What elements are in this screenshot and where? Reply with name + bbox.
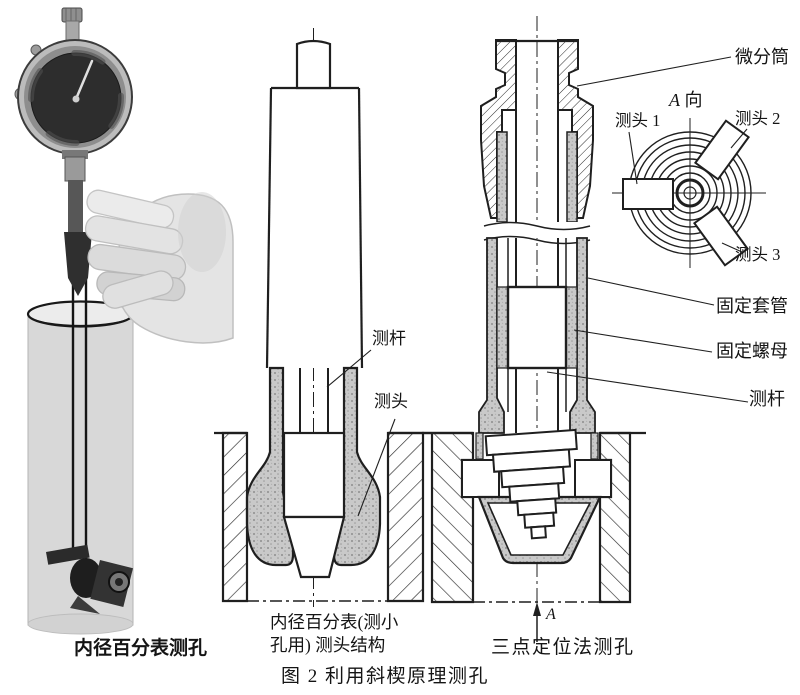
label-probe-2: 测头 2 <box>735 109 781 128</box>
label-probe-3: 测头 3 <box>735 245 781 264</box>
top-stem <box>295 39 332 90</box>
leader-lines <box>326 56 749 517</box>
thimble-section-left <box>480 39 517 219</box>
probe-structure-diagram <box>214 28 431 607</box>
leader-rod-right <box>546 371 749 403</box>
probe-1 <box>622 178 674 210</box>
collar-right <box>574 459 612 498</box>
leader-sleeve <box>587 277 715 306</box>
a-view-title: A 向 <box>669 90 703 111</box>
finger <box>86 189 175 229</box>
gauge-shaft <box>64 232 92 296</box>
label-fixing-nut: 固定螺母 <box>716 341 788 361</box>
label-thimble: 微分筒 <box>735 47 789 67</box>
probe-3 <box>692 205 750 267</box>
break-line <box>483 221 591 231</box>
leader-probe-2 <box>730 128 748 149</box>
leader-thimble <box>576 56 732 87</box>
dial-needle <box>74 59 94 101</box>
a-view-title-word: 向 <box>684 90 703 110</box>
caption-three-point: 三点定位法测孔 <box>491 637 635 658</box>
stepped-wedge <box>484 428 578 540</box>
photo-panel-illustration <box>14 7 234 635</box>
caption-structure-line2: 孔用) 测头结构 <box>270 635 386 655</box>
caption-photo: 内径百分表测孔 <box>74 638 208 659</box>
thumb <box>102 270 174 309</box>
label-rod-middle: 测杆 <box>372 329 406 348</box>
figure-caption: 图 2 利用斜楔原理测孔 <box>281 666 490 687</box>
workpiece-left <box>430 431 475 604</box>
leader-probe-3 <box>721 242 743 253</box>
probe-2 <box>693 119 751 181</box>
hand <box>84 189 234 344</box>
gauge-extension-rods <box>71 268 88 562</box>
workpiece-right <box>386 431 425 603</box>
label-fixing-sleeve: 固定套管 <box>716 296 788 316</box>
break-line <box>483 235 591 245</box>
workpiece-right <box>598 431 632 604</box>
fixing-nut <box>506 285 568 370</box>
leader-nut <box>573 329 713 353</box>
label-rod-right: 测杆 <box>749 389 785 409</box>
view-direction-arrow <box>533 602 541 642</box>
a-view-diagram <box>612 118 766 268</box>
three-point-diagram <box>422 16 646 642</box>
dial-indicator <box>14 7 133 296</box>
leader-probe-1 <box>628 131 638 185</box>
a-view-title-letter: A <box>669 90 680 110</box>
thimble-section-right <box>557 39 594 219</box>
label-view-arrow-a: A <box>546 606 556 623</box>
leader-rod-mid <box>326 349 372 388</box>
measuring-head-mechanism <box>46 544 133 614</box>
label-head-middle: 测头 <box>374 392 408 411</box>
label-probe-1: 测头 1 <box>615 111 661 130</box>
leader-head-mid <box>357 418 396 517</box>
caption-structure-line1: 内径百分表(测小 <box>270 612 399 632</box>
wedge-plunger <box>282 431 346 519</box>
workpiece-left <box>221 431 249 603</box>
wedge-tip <box>282 515 346 579</box>
